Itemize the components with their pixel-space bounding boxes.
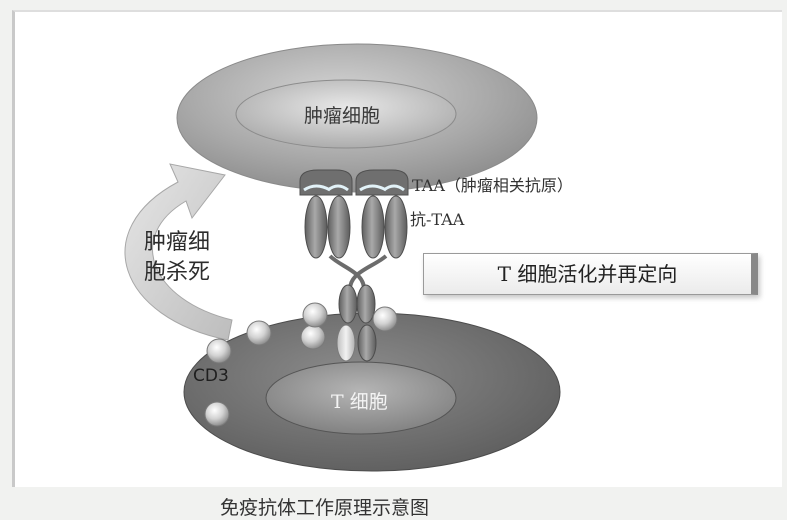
cd3-binding-lobe [337,325,355,361]
cd3-receptor [205,402,229,426]
cd3-receptor [247,321,271,345]
kill-label-line2: 胞杀死 [144,258,210,288]
t-cell-label: T 细胞 [331,387,388,414]
figure-caption: 免疫抗体工作原理示意图 [220,493,429,520]
anti-taa-label: 抗-TAA [410,206,464,230]
cd3-receptor [207,339,231,363]
kill-label-line1: 肿瘤细 [144,228,210,258]
cd3-receptor [303,303,327,327]
cd3-label: CD3 [193,366,229,386]
cd3-receptor [301,325,325,349]
cd3-receptor [373,307,397,331]
tumor-cell-killing-label: 肿瘤细 胞杀死 [144,228,210,288]
t-cell-activation-box: T 细胞活化并再定向 [423,253,758,295]
tumor-cell-label: 肿瘤细胞 [304,101,380,128]
taa-label: TAA（肿瘤相关抗原） [412,172,573,196]
